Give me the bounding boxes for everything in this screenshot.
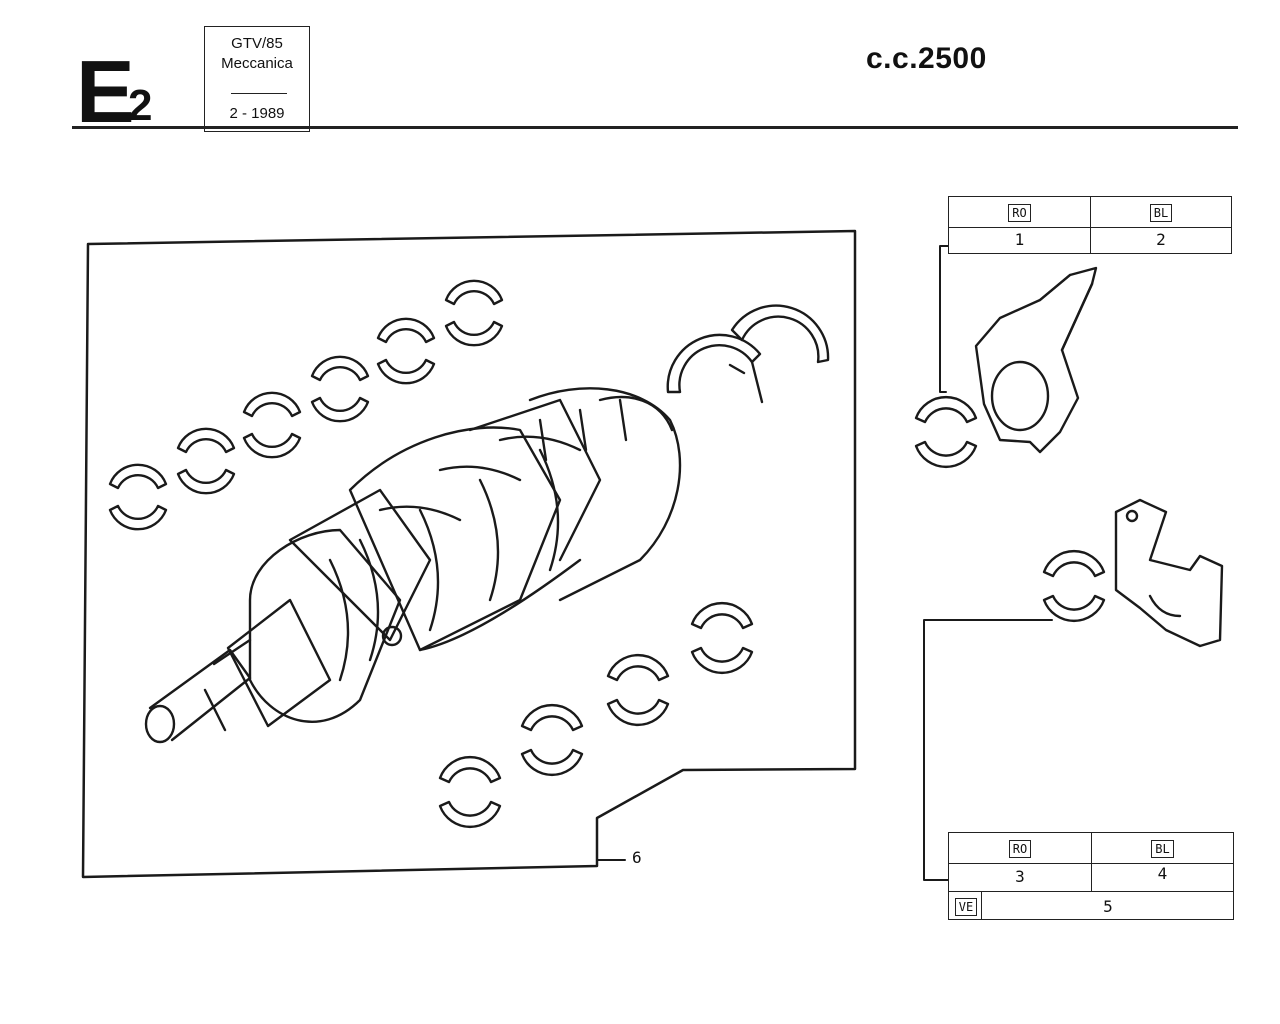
conrod-ref-1: 1 (1014, 230, 1025, 249)
bearing-shells-upper-row (108, 279, 504, 531)
conrod-code-cell-1: RO (949, 202, 1090, 222)
color-code-badge: BL (1151, 840, 1174, 858)
assembly-outline (81, 229, 857, 879)
conrod-ref-2: 2 (1156, 230, 1166, 249)
section-number: 2 (128, 81, 153, 130)
connecting-rod (974, 266, 1098, 454)
displacement-title: c.c.2500 (866, 42, 987, 75)
table-row-divider (949, 891, 1233, 892)
info-divider (231, 93, 287, 94)
info-box: GTV/85 Meccanica 2 - 1989 (204, 26, 310, 132)
table-col-divider (1090, 197, 1091, 253)
main-bearing-table: RO BL 3 4 VE 5 (948, 832, 1234, 920)
model-label: GTV/85 (231, 35, 283, 52)
main-ref-3: 3 (1015, 867, 1025, 886)
main-bearing-cap (1114, 498, 1224, 648)
section-letter: E (76, 42, 135, 141)
callout-label-6: 6 (632, 848, 642, 867)
color-code-badge: RO (1008, 204, 1031, 222)
conrod-bearing-shells (914, 396, 978, 468)
color-code-badge: RO (1008, 840, 1032, 858)
header-divider (72, 126, 1238, 129)
color-code-badge: VE (954, 898, 978, 916)
crankshaft (144, 387, 682, 744)
thrust-washers (666, 304, 830, 404)
main-code-cell-1: RO (949, 838, 1091, 858)
bearing-shells-lower-row (438, 602, 754, 828)
main-code-cell-2: BL (1092, 838, 1233, 858)
table-col-divider (981, 891, 982, 919)
date-label: 2 - 1989 (229, 105, 285, 122)
main-bearing-shells (1042, 550, 1106, 622)
main-bearing-leader (923, 619, 1053, 881)
main-ref-5: 5 (1103, 897, 1113, 916)
conrod-leader (939, 245, 949, 393)
category-label: Meccanica (221, 55, 293, 72)
color-code-badge: BL (1149, 204, 1173, 222)
main-ref-4: 4 (1157, 864, 1168, 883)
conrod-bearing-table: RO BL 1 2 (948, 196, 1232, 254)
table-col-divider (1091, 833, 1092, 891)
main-extra-code-cell: VE (951, 896, 981, 916)
conrod-code-cell-2: BL (1091, 202, 1231, 222)
